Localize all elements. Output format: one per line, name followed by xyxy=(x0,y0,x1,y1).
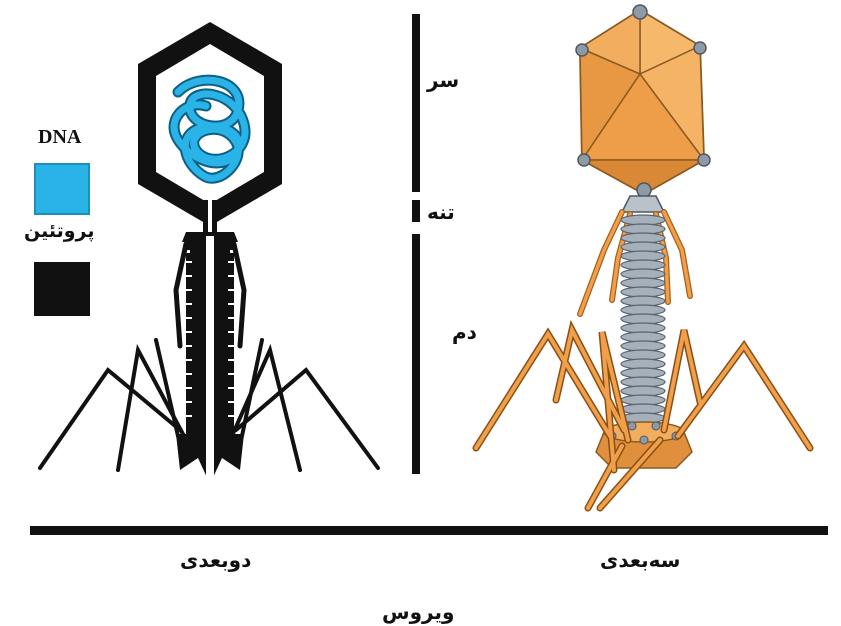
baseline-bar xyxy=(30,526,828,535)
virus-3d-neck xyxy=(622,196,664,212)
label-head: سر xyxy=(427,68,459,92)
virus-3d-drawing xyxy=(476,5,810,508)
caption-3d: سه‌بعدی xyxy=(600,548,680,572)
virus-2d-drawing xyxy=(40,22,378,486)
virus-3d-tail xyxy=(621,215,665,423)
label-neck: تنه xyxy=(427,200,455,224)
figure-title: ویروس xyxy=(382,600,454,624)
virus-2d-tail xyxy=(176,236,244,486)
part-divider xyxy=(412,14,420,474)
label-tail: دم xyxy=(452,320,477,344)
caption-2d: دوبعدی xyxy=(180,548,251,572)
virus-3d-head xyxy=(576,5,710,197)
